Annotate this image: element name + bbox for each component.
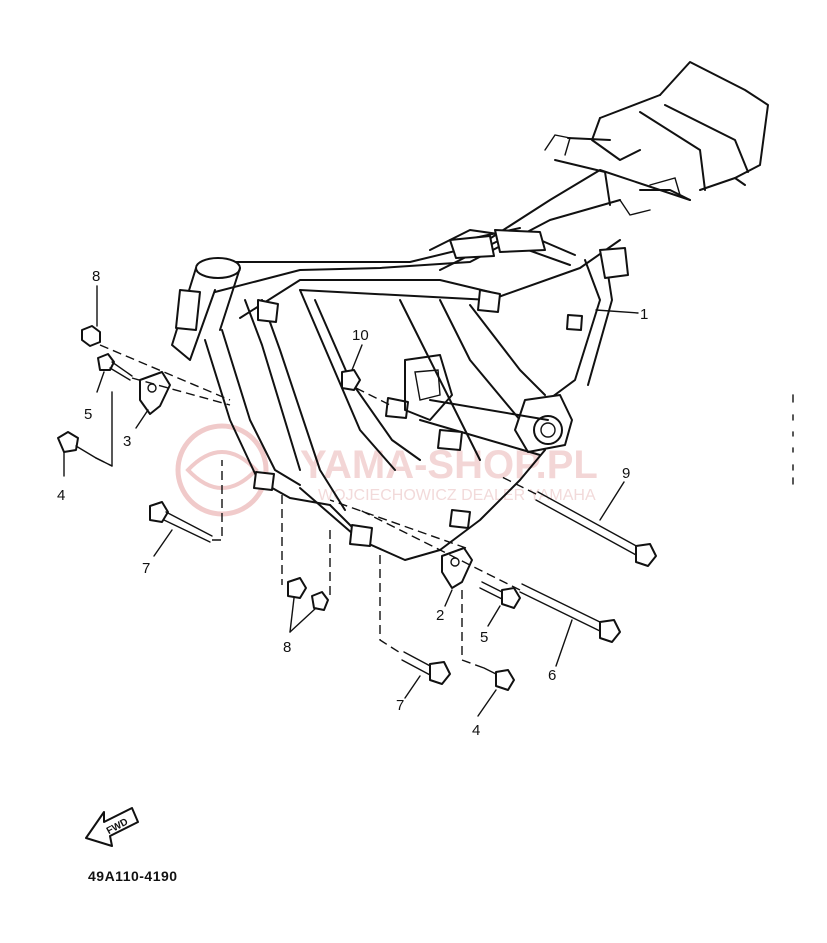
callout-5-right: 5: [480, 629, 488, 646]
part-9-long-bolt: [535, 491, 657, 567]
part-6-long-bolt: [519, 583, 621, 643]
part-7-bolt-left: [149, 501, 213, 543]
callout-8-lower: 8: [283, 639, 291, 656]
callout-5-upper: 5: [84, 406, 92, 423]
part-2-bracket: [441, 547, 473, 589]
callout-4-left: 4: [57, 487, 65, 504]
part-3-bracket: [139, 371, 171, 415]
callout-7-left: 7: [142, 560, 150, 577]
callout-10: 10: [352, 327, 369, 344]
part-5-bolt-upper: [97, 353, 133, 381]
part-code: 49A110-4190: [88, 868, 178, 884]
callout-1: 1: [640, 306, 648, 323]
callout-7-right: 7: [396, 697, 404, 714]
watermark: YAMA-SHOP.PL WOJCIECHOWICZ DEALER YAMAHA: [175, 423, 598, 517]
callout-4-right: 4: [472, 722, 480, 739]
part-8-nut-lower-a: [287, 577, 307, 599]
part-7-bolt-right: [401, 651, 451, 685]
watermark-subtitle: WOJCIECHOWICZ DEALER YAMAHA: [318, 487, 596, 504]
callout-9: 9: [622, 465, 630, 482]
callout-2: 2: [436, 607, 444, 624]
part-10-bushing: [341, 369, 361, 391]
leader-lines: [63, 285, 639, 717]
part-4-bolt-left: [57, 431, 97, 459]
callout-3: 3: [123, 433, 131, 450]
watermark-title: YAMA-SHOP.PL: [300, 443, 598, 487]
frame-main: [171, 61, 769, 561]
part-8-nut-lower-b: [311, 591, 329, 611]
part-5-bolt-right: [479, 581, 521, 609]
callout-8-upper: 8: [92, 268, 100, 285]
callout-6: 6: [548, 667, 556, 684]
part-4-bolt-right: [483, 667, 515, 691]
part-8-nut-upper: [81, 325, 101, 347]
callouts: 8 5 3 4 7 8 2 5 6 7 4 9 10 1: [57, 268, 648, 739]
fwd-arrow: FWD: [85, 807, 139, 847]
